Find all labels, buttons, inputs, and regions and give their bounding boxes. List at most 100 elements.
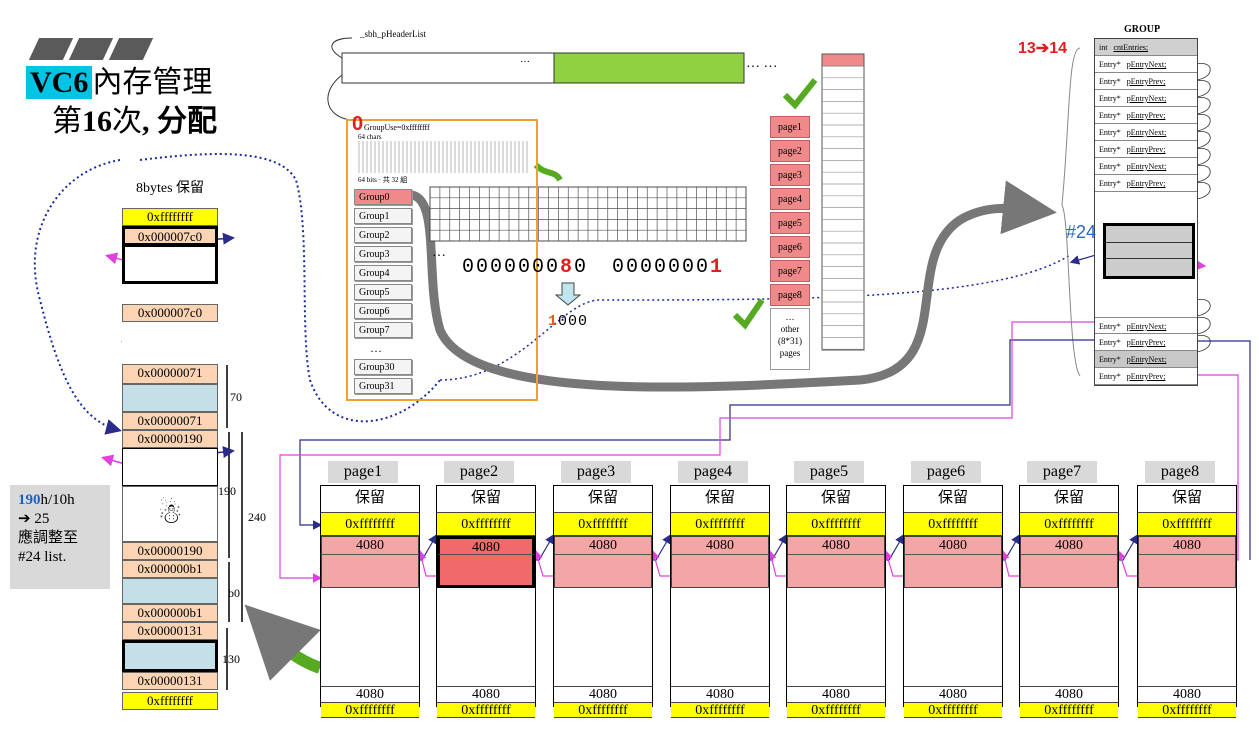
page-sentinel-bottom: 0xffffffff	[321, 702, 419, 718]
page-sentinel-bottom: 0xffffffff	[554, 702, 652, 718]
group-row-7: Entry* pEntryNext;	[1095, 158, 1197, 175]
note-line-4: #24 list.	[18, 549, 67, 565]
subtitle-part-c: , 分配	[142, 105, 217, 138]
left-cell-2: 0x000007c0	[122, 304, 218, 322]
group-row-field: pEntryPrev;	[1126, 111, 1166, 120]
subtitle-part-a: 第	[52, 105, 82, 138]
page-sentinel-bottom: 0xffffffff	[904, 702, 1002, 718]
page-sentinel-bottom: 0xffffffff	[1020, 702, 1118, 718]
group-6[interactable]: Group6	[354, 303, 412, 319]
region-panel: 0 GroupUse=0xffffffff 64 chars 64 bits ·…	[346, 113, 538, 401]
left-cell-4: 0x00000071	[122, 412, 218, 430]
page-size-bottom: 4080	[554, 686, 652, 702]
page-label: page3	[561, 461, 631, 483]
group-30[interactable]: Group30	[354, 359, 412, 375]
left-cell-7: 0x000000b1	[122, 560, 218, 578]
other-count: (8*31)	[778, 336, 802, 346]
page-sentinel-bottom: 0xffffffff	[671, 702, 769, 718]
group-0[interactable]: Group0	[354, 189, 412, 205]
dim-130: 130	[222, 652, 240, 666]
title-stripes	[28, 38, 154, 60]
group-4[interactable]: Group4	[354, 265, 412, 281]
page-subtitle: 第16次, 分配	[52, 104, 217, 140]
bits-group-a: 000000080	[462, 256, 588, 279]
left-block-131	[122, 640, 218, 672]
group-row-type: Entry*	[1099, 372, 1121, 381]
bits-b-digits: 0000000	[612, 256, 711, 279]
bits-group-b: 00000001	[612, 256, 724, 279]
stick-figure-area: ☃	[122, 486, 218, 542]
group-31[interactable]: Group31	[354, 378, 412, 394]
group-2[interactable]: Group2	[354, 227, 412, 243]
group-row-type: Entry*	[1099, 162, 1121, 171]
mid-page-6: page6	[770, 236, 810, 258]
page-label: page5	[794, 461, 864, 483]
bits-result: 1000	[548, 313, 588, 330]
left-cell-6: 0x00000190	[122, 542, 218, 560]
left-cell-1: 0x000007c0	[122, 226, 218, 246]
bits-a-end: 0	[574, 256, 589, 279]
group-5[interactable]: Group5	[354, 284, 412, 300]
group-row-field: pEntryPrev;	[1126, 338, 1166, 347]
free-entry-block-2	[122, 448, 218, 486]
page-free-entry	[1138, 554, 1236, 588]
group-row-field: pEntryPrev;	[1126, 372, 1166, 381]
page-size-top: 4080	[1020, 536, 1118, 554]
dim-240: 240	[248, 510, 266, 524]
group-row-field: pEntryNext;	[1126, 355, 1167, 364]
bits-b-highlight: 1	[710, 256, 725, 279]
group-row-type: Entry*	[1099, 179, 1121, 188]
page-sentinel-top: 0xffffffff	[554, 512, 652, 536]
page-size-top: 4080	[1138, 536, 1236, 554]
bits-a-highlight: 8	[560, 256, 575, 279]
left-cell-10: 0x00000131	[122, 672, 218, 690]
page-size-top: 4080	[321, 536, 419, 554]
group-row-3: Entry*pEntryNext;	[1095, 90, 1197, 107]
page-sentinel-bottom: 0xffffffff	[787, 702, 885, 718]
page-free-entry	[787, 554, 885, 588]
page-reserved: 保留	[587, 490, 618, 506]
left-block-b1	[122, 578, 218, 604]
dim-b0: b0	[228, 586, 240, 600]
note-line-2: ➔ 25	[18, 511, 50, 527]
left-gap-1	[122, 284, 218, 304]
page-sentinel-top: 0xffffffff	[1020, 512, 1118, 536]
mid-page-2: page2	[770, 140, 810, 162]
group-3[interactable]: Group3	[354, 246, 412, 262]
note-line-1: 190h/10h	[18, 491, 102, 510]
page-size-bottom: 4080	[671, 686, 769, 702]
group-bottom-row-1: Entry*pEntryPrev;	[1095, 334, 1197, 351]
free-entry-block-1	[122, 246, 218, 284]
group-row-5: Entry*pEntryNext;	[1095, 124, 1197, 141]
left-cell-3: 0x00000071	[122, 364, 218, 384]
group-7[interactable]: Group7	[354, 322, 412, 338]
group-row-field: pEntryNext;	[1126, 162, 1167, 171]
page-size-bottom: 4080	[787, 686, 885, 702]
panel-chars: 64 chars	[358, 133, 382, 141]
mid-page-4: page4	[770, 188, 810, 210]
group-row-type: Entry*	[1099, 60, 1121, 69]
left-cell-0: 0xffffffff	[122, 208, 218, 226]
other-label: other	[780, 324, 800, 334]
left-cell-8: 0x000000b1	[122, 604, 218, 622]
page-sentinel-bottom: 0xffffffff	[1138, 702, 1236, 718]
page-reserved: 保留	[704, 490, 735, 506]
group-count-change: 13➔14	[1018, 40, 1067, 57]
group-1[interactable]: Group1	[354, 208, 412, 224]
subtitle-number: 16	[82, 105, 112, 138]
other-dots: …	[785, 312, 795, 322]
page-reserved: 保留	[1171, 490, 1202, 506]
left-cell-5: 0x00000190	[122, 430, 218, 448]
group-row-type: Entry*	[1099, 322, 1121, 331]
group-struct-title: GROUP	[1124, 24, 1161, 35]
page-label: page8	[1145, 461, 1215, 483]
